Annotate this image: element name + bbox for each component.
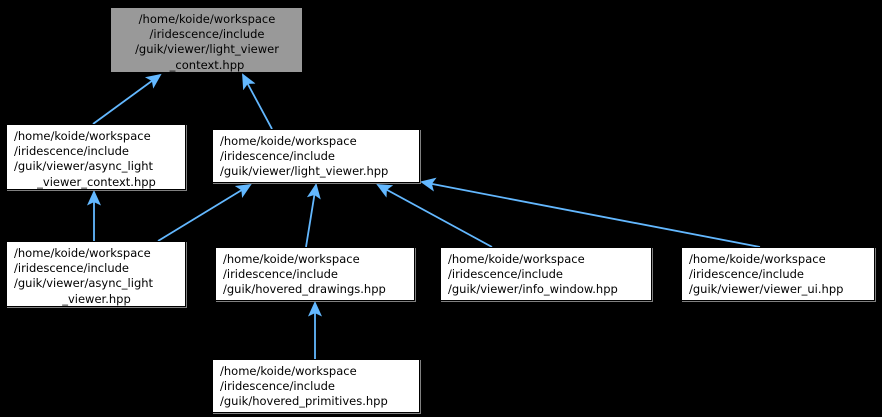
node-hovered_primitives[interactable]: /home/koide/workspace/iridescence/includ… (212, 359, 420, 413)
node-hovered_primitives-line-1: /iridescence/include (220, 379, 335, 394)
node-viewer_ui-line-0: /home/koide/workspace (689, 252, 826, 266)
edge-viewer_ui-to-light_viewer (420, 177, 761, 248)
node-light_viewer_context-line-1: /iridescence/include (149, 27, 265, 42)
node-async_light_viewer-line-2: /guik/viewer/async_light (14, 276, 154, 291)
node-hovered_primitives-line-0: /home/koide/workspace (220, 364, 357, 378)
edge-info_window-to-light_viewer (376, 184, 493, 248)
node-info_window-line-1: /iridescence/include (448, 267, 563, 282)
edge-hovered_drawings-to-light_viewer (305, 183, 321, 248)
node-hovered_primitives-line-2: /guik/hovered_primitives.hpp (220, 394, 388, 409)
node-viewer_ui-line-1: /iridescence/include (689, 267, 804, 282)
node-async_light_viewer-line-3: _viewer.hpp (62, 291, 131, 306)
node-viewer_ui[interactable]: /home/koide/workspace/iridescence/includ… (681, 247, 875, 301)
node-light_viewer_context-line-0: /home/koide/workspace (138, 12, 276, 26)
node-light_viewer-line-2: /guik/viewer/light_viewer.hpp (220, 164, 389, 179)
node-viewer_ui-line-2: /guik/viewer/viewer_ui.hpp (689, 282, 844, 297)
node-hovered_drawings-line-2: /guik/hovered_drawings.hpp (223, 282, 386, 297)
node-async_light_viewer_context-line-2: /guik/viewer/async_light (14, 159, 154, 174)
node-hovered_drawings-line-1: /iridescence/include (223, 267, 338, 282)
node-async_light_viewer[interactable]: /home/koide/workspace/iridescence/includ… (6, 241, 186, 307)
node-async_light_viewer_context[interactable]: /home/koide/workspace/iridescence/includ… (6, 124, 186, 190)
node-info_window[interactable]: /home/koide/workspace/iridescence/includ… (440, 247, 652, 301)
node-light_viewer_context-line-2: /guik/viewer/light_viewer (135, 42, 279, 57)
node-async_light_viewer_context-line-1: /iridescence/include (14, 144, 129, 159)
node-async_light_viewer_context-line-0: /home/koide/workspace (14, 129, 151, 143)
edge-async_light_viewer_context-to-light_viewer_context (92, 73, 162, 125)
edge-async_light_viewer-to-light_viewer (157, 183, 252, 242)
node-info_window-line-0: /home/koide/workspace (448, 252, 585, 266)
node-async_light_viewer-line-1: /iridescence/include (14, 261, 129, 276)
node-async_light_viewer_context-line-3: _viewer_context.hpp (37, 174, 156, 189)
node-light_viewer_context[interactable]: /home/koide/workspace/iridescence/includ… (110, 7, 303, 73)
node-info_window-line-2: /guik/viewer/info_window.hpp (448, 282, 618, 297)
node-light_viewer-line-0: /home/koide/workspace (220, 134, 357, 148)
node-hovered_drawings-line-0: /home/koide/workspace (223, 252, 360, 266)
node-light_viewer_context-line-3: _context.hpp (169, 57, 245, 72)
node-light_viewer-line-1: /iridescence/include (220, 149, 335, 164)
edge-light_viewer-to-light_viewer_context (242, 73, 273, 130)
node-async_light_viewer-line-0: /home/koide/workspace (14, 246, 151, 260)
node-hovered_drawings[interactable]: /home/koide/workspace/iridescence/includ… (215, 247, 415, 301)
node-light_viewer[interactable]: /home/koide/workspace/iridescence/includ… (212, 129, 420, 183)
